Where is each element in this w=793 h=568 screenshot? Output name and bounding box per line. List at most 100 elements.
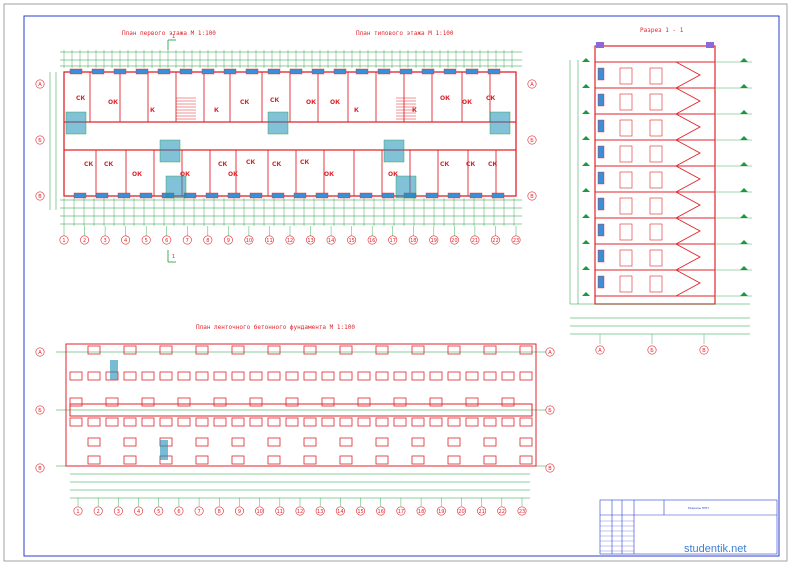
section-outline <box>594 45 716 305</box>
foundation-pad <box>141 371 155 381</box>
foundation-row-axis-left-circle <box>35 347 45 357</box>
section-opening <box>649 93 663 111</box>
foundation-pad <box>447 345 461 355</box>
foundation-pad <box>429 417 443 427</box>
foundation-pad <box>87 437 101 447</box>
foundation-pad <box>249 371 263 381</box>
foundation-pad <box>501 371 515 381</box>
column-axis-label: 10 <box>246 238 252 244</box>
room-label: СК <box>240 99 249 106</box>
room-label: ОК <box>108 99 118 106</box>
row-axis-right-circle <box>527 191 537 201</box>
foundation-pad <box>87 455 101 465</box>
foundation-pad <box>213 417 227 427</box>
foundation-pad <box>177 417 191 427</box>
foundation-pad <box>141 397 155 407</box>
window <box>271 192 285 199</box>
room-label: СК <box>84 161 93 168</box>
foundation-pad <box>339 437 353 447</box>
row-axis-left-circle <box>35 79 45 89</box>
column-axis-label: 6 <box>165 238 168 244</box>
foundation-column-axis-circle <box>396 506 406 516</box>
section-axis-circle <box>699 345 709 355</box>
window <box>135 68 149 75</box>
foundation-pads <box>69 345 533 465</box>
foundation-pad <box>123 455 137 465</box>
foundation-pad <box>159 417 173 427</box>
window <box>289 68 303 75</box>
foundation-pad <box>357 417 371 427</box>
foundation-pad <box>501 397 515 407</box>
section-left-dims <box>569 60 579 304</box>
column-axis-circle <box>449 235 459 245</box>
window <box>249 192 263 199</box>
level-mark <box>740 240 748 244</box>
foundation-column-axis-label: 19 <box>438 509 444 515</box>
foundation-column-axis-circle <box>497 506 507 516</box>
foundation-column-axis-circle <box>214 506 224 516</box>
column-axis-label: 22 <box>492 238 498 244</box>
foundation-column-axis-circle <box>416 506 426 516</box>
plan-top-dimensions <box>60 51 522 67</box>
column-axis-label: 20 <box>451 238 457 244</box>
foundation-pad <box>393 417 407 427</box>
foundation-pad <box>429 397 443 407</box>
title-block <box>599 499 778 555</box>
room-label: ОК <box>228 171 238 178</box>
column-axis-label: 17 <box>390 238 396 244</box>
column-axis-label: 1 <box>62 238 65 244</box>
foundation-column-axis-label: 7 <box>197 509 200 515</box>
column-axis-circle <box>100 235 110 245</box>
foundation-pad <box>267 455 281 465</box>
foundation-pad <box>447 371 461 381</box>
foundation-column-axis-circle <box>134 506 144 516</box>
column-axis-circle <box>141 235 151 245</box>
foundation-pad <box>321 397 335 407</box>
window <box>293 192 307 199</box>
foundation-row-axis-left-label: Б <box>38 408 42 414</box>
floor-plan: План первого этажа М 1:100 План типового… <box>35 30 537 263</box>
section-axis-label: Б <box>650 348 654 354</box>
foundation-pit <box>110 360 118 380</box>
section-opening <box>619 93 633 111</box>
foundation-pad <box>519 345 533 355</box>
column-axis-circle <box>367 235 377 245</box>
sheet-outer-frame <box>3 3 788 562</box>
foundation-pad <box>339 455 353 465</box>
foundation-column-axis-circle <box>194 506 204 516</box>
plan-left-dimensions <box>49 72 57 210</box>
foundation-column-axis-circle <box>113 506 123 516</box>
foundation-pit <box>160 440 168 460</box>
plan-bottom-ticks <box>63 198 515 226</box>
room-label: ОК <box>440 95 450 102</box>
window <box>157 68 171 75</box>
section-opening <box>619 223 633 241</box>
foundation-pad <box>465 397 479 407</box>
row-axis-right-circle <box>527 135 537 145</box>
foundation-row-axis-right-circle <box>545 463 555 473</box>
section-window <box>597 145 605 159</box>
window <box>267 68 281 75</box>
room-label: ОК <box>324 171 334 178</box>
foundation-pad <box>249 417 263 427</box>
bathroom-block <box>159 139 181 163</box>
foundation-column-axis-circle <box>234 506 244 516</box>
foundation-pad <box>87 417 101 427</box>
level-mark-left <box>582 214 590 218</box>
column-axis-label: 4 <box>124 238 127 244</box>
foundation-plan-title: План ленточного бетонного фундамента М 1… <box>196 324 355 331</box>
window <box>315 192 329 199</box>
foundation-pad <box>195 455 209 465</box>
room-label: ОК <box>388 171 398 178</box>
column-axis-label: 8 <box>206 238 209 244</box>
level-mark <box>740 110 748 114</box>
foundation-column-axis-circle <box>295 506 305 516</box>
window <box>443 68 457 75</box>
window <box>447 192 461 199</box>
foundation-column-axis-label: 22 <box>499 509 505 515</box>
foundation-pad <box>249 397 263 407</box>
parapet-left <box>596 42 604 48</box>
bathroom-block <box>489 111 511 135</box>
foundation-pad <box>411 455 425 465</box>
